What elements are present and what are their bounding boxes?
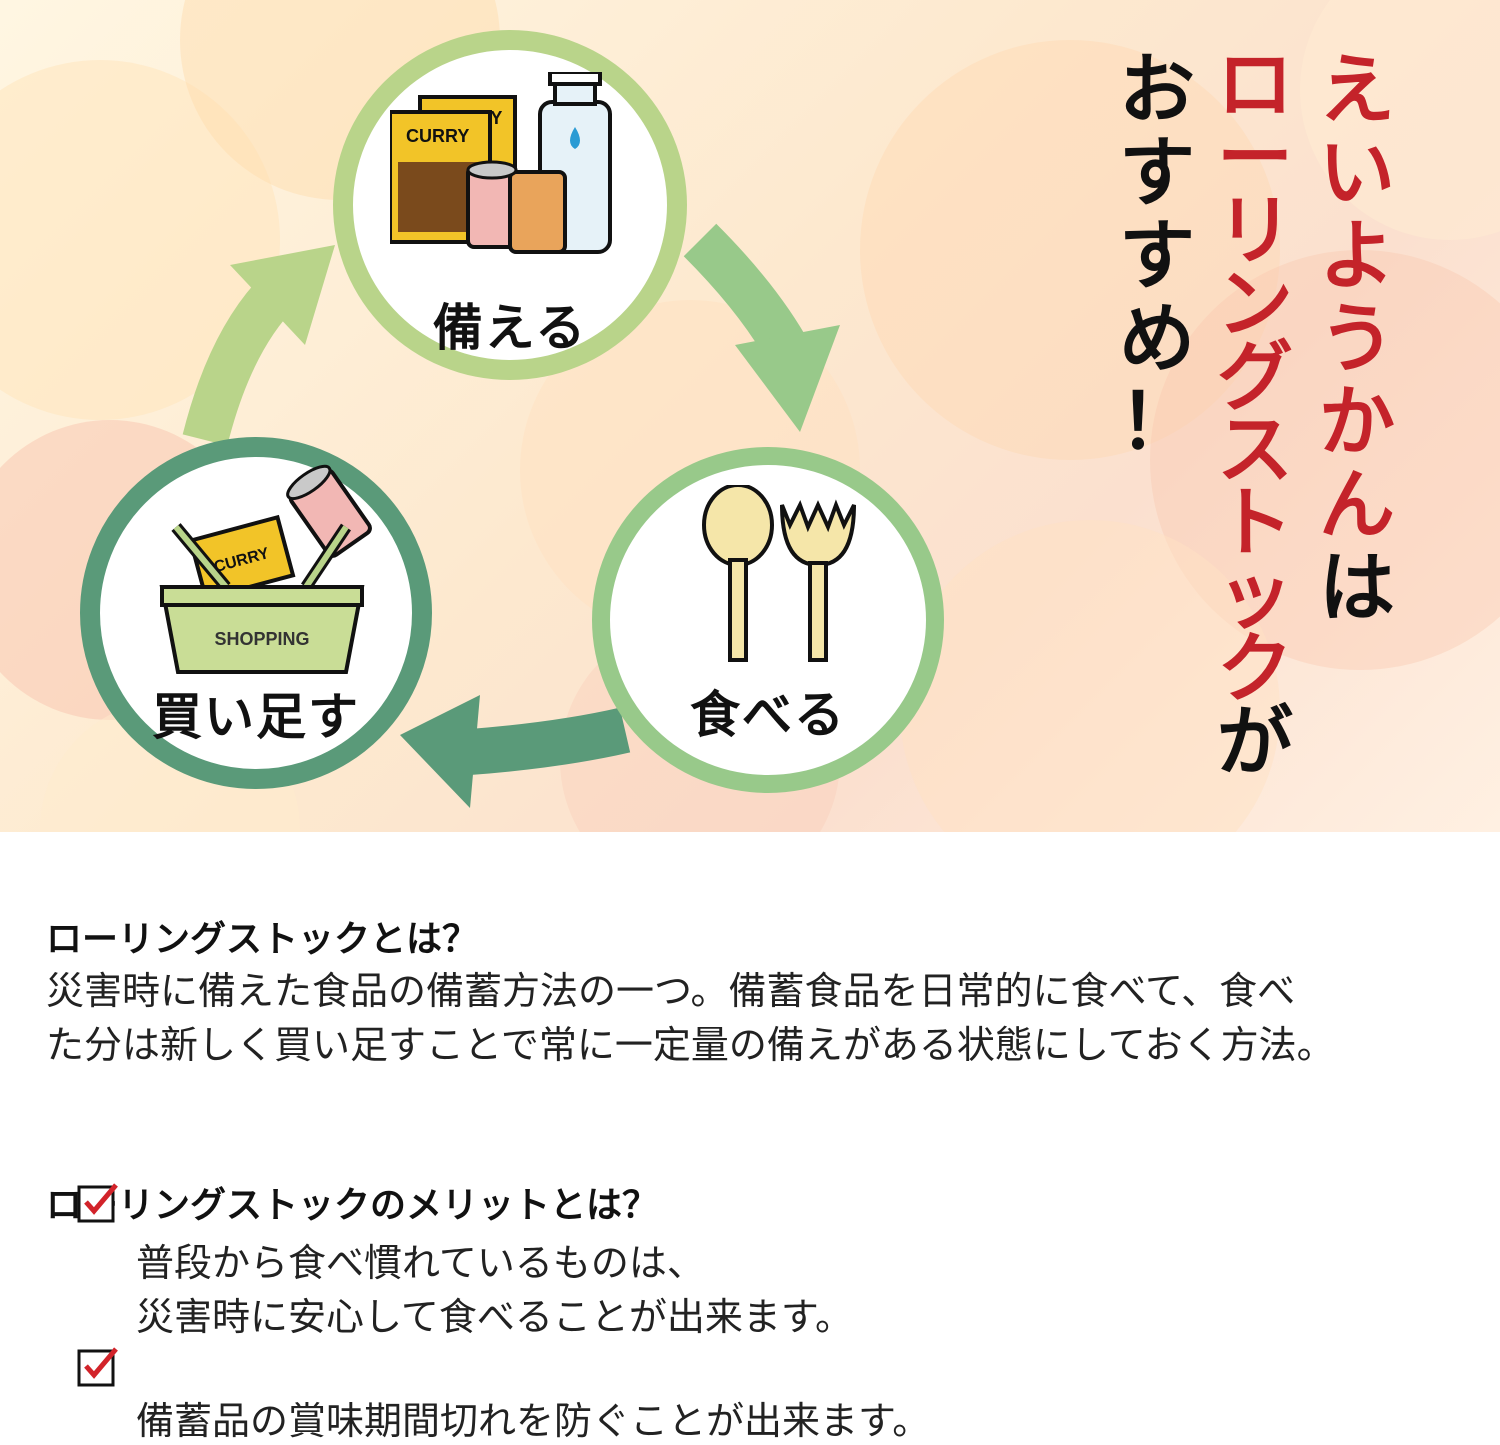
headline-column-1: え い よ う か ん は xyxy=(1319,45,1395,632)
arrow-prepare-to-eat-head xyxy=(735,325,840,432)
headline-column-3: お す す め ！ xyxy=(1119,45,1195,466)
section1-line2: た分は新しく買い足すことで常に一定量の備えがある状態にしておく方法。 xyxy=(46,1023,1335,1067)
bokeh-bubble xyxy=(900,520,1280,832)
checkbox-checked-icon xyxy=(77,1183,118,1223)
cycle-circle-prepare: RY CURRY 備える xyxy=(333,30,687,380)
merit1-line2: 災害時に安心して食べることが出来ます。 xyxy=(136,1295,854,1339)
svg-text:SHOPPING: SHOPPING xyxy=(214,629,309,649)
bokeh-bubble xyxy=(860,40,1280,460)
shopping-basket-illustration: CURRY SHOPPING xyxy=(159,464,372,674)
cycle-arrows xyxy=(182,223,840,808)
arrow-eat-to-buy-head xyxy=(400,695,480,808)
hero-banner: RY CURRY 備える 食べる xyxy=(0,0,1500,832)
cycle-label-prepare: 備える xyxy=(432,299,588,357)
cycle-circle-buy: CURRY SHOPPING 買い足す xyxy=(80,437,432,789)
arrow-buy-to-prepare-head xyxy=(230,245,335,345)
svg-text:CURRY: CURRY xyxy=(406,126,469,146)
spoon-fork-icon xyxy=(702,485,856,662)
merit1-line1: 普段から食べ慣れているものは、 xyxy=(136,1241,705,1285)
checkbox-checked-icon xyxy=(77,1347,118,1387)
arrow-buy-to-prepare xyxy=(182,273,297,446)
cycle-label-eat: 食べる xyxy=(690,686,846,744)
merit2-line1: 備蓄品の賞味期間切れを防ぐことが出来ます。 xyxy=(136,1399,931,1443)
section2-heading: ローリングストックのメリットとは？ xyxy=(46,1185,659,1226)
headline-column-2: ロ ー リ ン グ ス ト ッ ク が xyxy=(1217,40,1293,786)
section1-line1: 災害時に備えた食品の備蓄方法の一つ。備蓄食品を日常的に食べて、食べ xyxy=(46,969,1296,1013)
cycle-circle-eat: 食べる xyxy=(592,447,944,793)
cycle-label-buy: 買い足す xyxy=(152,688,360,746)
stockpile-illustration: RY CURRY xyxy=(390,72,612,254)
arrow-eat-to-buy xyxy=(468,707,631,775)
section1-heading: ローリングストックとは？ xyxy=(46,919,479,960)
